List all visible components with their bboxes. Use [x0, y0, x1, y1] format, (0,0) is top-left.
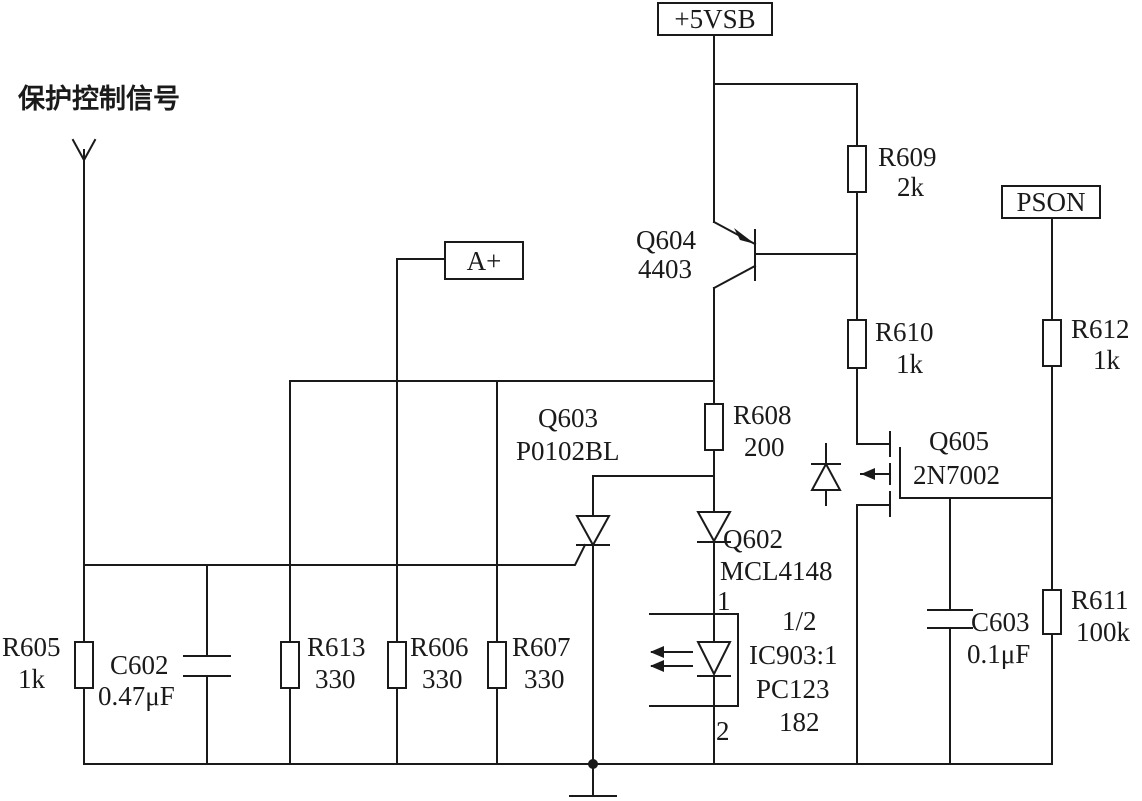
- port-aplus: A+: [444, 241, 524, 280]
- r608-ref: R608: [733, 400, 792, 430]
- resistor-r613: R613 330: [280, 632, 366, 694]
- optocoupler-ic903: 1 2 1/2 IC903:1 PC123 182: [649, 586, 838, 746]
- r611-value: 100k: [1076, 617, 1131, 647]
- protect-signal: 保护控制信号: [17, 84, 180, 163]
- q603-value: P0102BL: [516, 436, 620, 466]
- c602-value: 0.47μF: [98, 681, 175, 711]
- r609-ref: R609: [878, 142, 937, 172]
- light-arrows-icon: [650, 646, 693, 672]
- ic903-pin2: 2: [716, 716, 730, 746]
- resistor-r612: R612 1k: [1042, 314, 1130, 375]
- ic903-line2: IC903:1: [749, 640, 838, 670]
- protect-signal-label: 保护控制信号: [17, 84, 180, 115]
- channel-arrow-icon: [861, 468, 875, 480]
- r610-ref: R610: [875, 317, 934, 347]
- transistor-q604: Q604 4403: [636, 220, 757, 290]
- ic903-line1: 1/2: [782, 606, 817, 636]
- resistor-r610: R610 1k: [847, 317, 934, 379]
- port-vsb: +5VSB: [657, 2, 773, 36]
- ic903-line4: 182: [779, 707, 820, 737]
- diode-q602: Q602 MCL4148: [696, 511, 833, 586]
- c603-ref: C603: [971, 607, 1030, 637]
- r610-value: 1k: [896, 349, 924, 379]
- resistor-r611: R611 100k: [1042, 585, 1131, 647]
- r607-value: 330: [524, 664, 565, 694]
- thyristor-q603: Q603 P0102BL: [516, 403, 620, 548]
- port-vsb-label: +5VSB: [674, 4, 755, 34]
- r611-ref: R611: [1071, 585, 1129, 615]
- c603-value: 0.1μF: [967, 639, 1030, 669]
- capacitor-c603: C603 0.1μF: [927, 607, 1030, 669]
- antenna-arrow-icon: [71, 138, 97, 163]
- port-aplus-label: A+: [467, 246, 502, 276]
- q602-ref: Q602: [723, 524, 783, 554]
- mosfet-q605: Q605 2N7002: [810, 426, 1000, 517]
- emitter-arrow-icon: [734, 228, 755, 244]
- q602-value: MCL4148: [720, 556, 833, 586]
- r609-value: 2k: [897, 172, 925, 202]
- r606-ref: R606: [410, 632, 469, 662]
- r605-value: 1k: [18, 664, 46, 694]
- q603-ref: Q603: [538, 403, 598, 433]
- resistor-r607: R607 330: [487, 632, 571, 694]
- capacitor-c602: C602 0.47μF: [98, 650, 231, 711]
- q604-ref: Q604: [636, 225, 696, 255]
- r607-ref: R607: [512, 632, 571, 662]
- r605-ref: R605: [2, 632, 61, 662]
- ic903-pin1: 1: [717, 586, 731, 616]
- r612-ref: R612: [1071, 314, 1130, 344]
- resistor-r609: R609 2k: [847, 142, 937, 202]
- r613-ref: R613: [307, 632, 366, 662]
- port-pson-label: PSON: [1016, 187, 1085, 217]
- wires: [83, 35, 1053, 797]
- r612-value: 1k: [1093, 345, 1121, 375]
- r608-value: 200: [744, 432, 785, 462]
- resistor-r605: R605 1k: [2, 632, 94, 694]
- q605-value: 2N7002: [913, 460, 1000, 490]
- c602-ref: C602: [110, 650, 169, 680]
- junction-dot: [588, 759, 598, 769]
- r613-value: 330: [315, 664, 356, 694]
- port-pson: PSON: [1001, 185, 1101, 219]
- resistor-r606: R606 330: [387, 632, 469, 694]
- r606-value: 330: [422, 664, 463, 694]
- resistor-r608: R608 200: [704, 400, 792, 462]
- q604-value: 4403: [638, 254, 692, 284]
- q605-ref: Q605: [929, 426, 989, 456]
- ic903-line3: PC123: [756, 674, 830, 704]
